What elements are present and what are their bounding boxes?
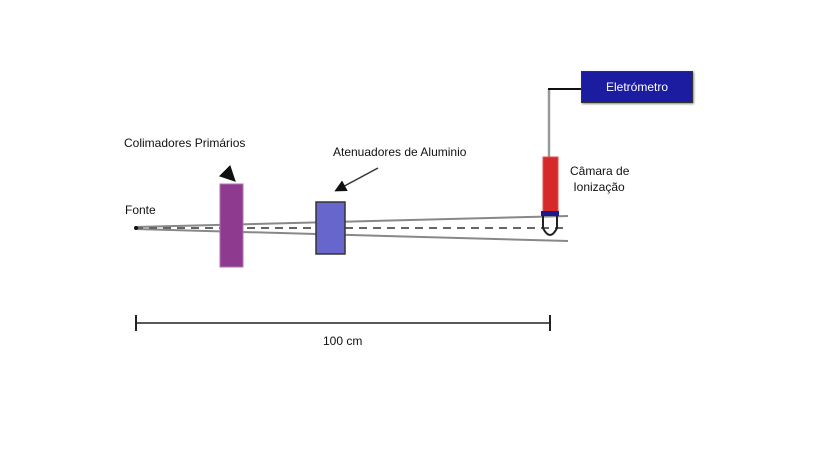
chamber-label-line1: Câmara de: [570, 164, 630, 178]
chamber-label-line2: Ionização: [573, 180, 625, 194]
electrometer-box: Eletrómetro: [581, 71, 693, 103]
scale-label: 100 cm: [323, 334, 363, 348]
primary-collimator: [219, 183, 244, 268]
electrometer-label: Eletrómetro: [605, 80, 669, 94]
attenuators-label: Atenuadores de Aluminio: [333, 145, 467, 159]
beam: [134, 215, 569, 242]
source-label: Fonte: [125, 203, 156, 217]
attenuator-arrow: [334, 167, 379, 192]
collimator-arrow: [218, 164, 236, 182]
source-point: [134, 226, 138, 230]
chamber-cap: [541, 211, 559, 216]
collimators-label: Colimadores Primários: [124, 136, 246, 150]
ionization-chamber: [542, 156, 559, 213]
scale-bar: [135, 315, 551, 331]
aluminium-attenuator: [315, 201, 346, 255]
chamber-sensitive-volume: [542, 216, 558, 236]
